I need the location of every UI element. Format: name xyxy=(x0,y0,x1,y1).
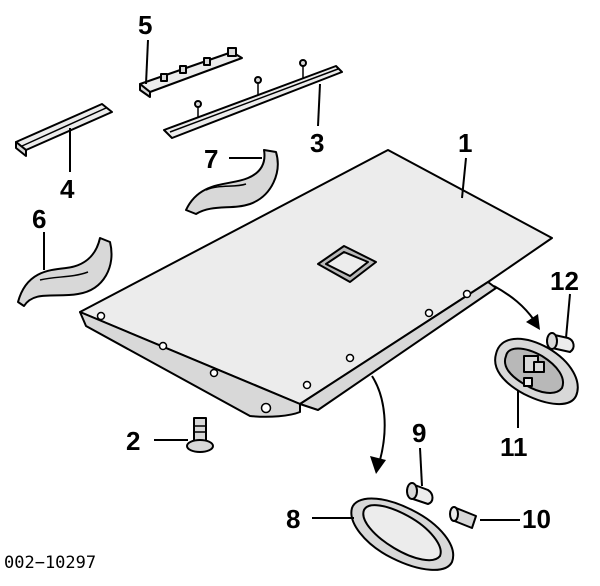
callout-8: 8 xyxy=(286,504,300,534)
callout-4: 4 xyxy=(60,174,75,204)
callout-12: 12 xyxy=(550,266,579,296)
part-1-headliner xyxy=(79,149,553,418)
part-12-bulb xyxy=(546,332,575,353)
part-2-fastener xyxy=(186,417,214,453)
assembly-arrow-upper xyxy=(493,285,540,330)
callout-11: 11 xyxy=(500,432,528,462)
part-3-rail xyxy=(163,59,343,139)
part-5-trim-strip xyxy=(139,47,243,98)
callout-1: 1 xyxy=(458,128,472,158)
part-9-bulb xyxy=(406,482,434,505)
leader-lines xyxy=(43,39,571,521)
part-10-socket xyxy=(449,506,477,529)
part-4-side-strip xyxy=(15,103,113,157)
callout-5: 5 xyxy=(138,10,152,40)
callout-6: 6 xyxy=(32,204,46,234)
assembly-arrow-lower xyxy=(370,375,386,474)
reference-code: 002−10297 xyxy=(4,553,96,573)
callout-7: 7 xyxy=(204,144,218,174)
part-6-assist-handle xyxy=(17,237,113,307)
callout-3: 3 xyxy=(310,128,324,158)
part-8-lamp-lens xyxy=(350,497,455,571)
part-11-lamp-housing xyxy=(494,337,579,405)
callout-10: 10 xyxy=(522,504,551,534)
callout-2: 2 xyxy=(126,426,140,456)
part-7-assist-handle xyxy=(185,149,279,215)
callout-9: 9 xyxy=(412,418,426,448)
